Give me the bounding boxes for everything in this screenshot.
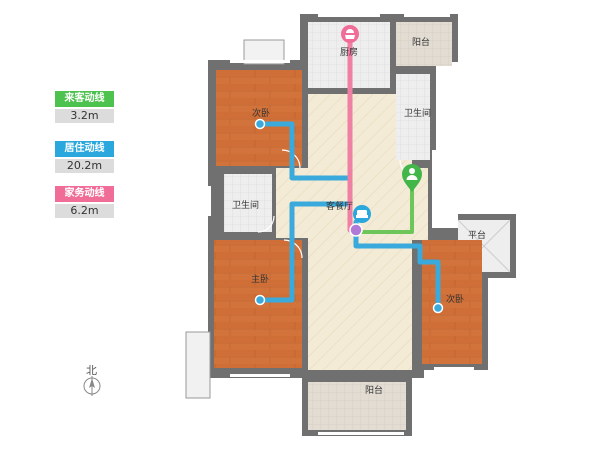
legend-resident: 居住动线 20.2m (55, 141, 114, 173)
door-swing (283, 239, 303, 259)
legend-chores-value: 6.2m (55, 204, 114, 218)
label-master-bedroom: 主卧 (251, 273, 269, 285)
label-bathroom-right: 卫生间 (404, 107, 431, 119)
resident-endpoint (432, 302, 444, 314)
label-bedroom-right: 次卧 (446, 293, 464, 305)
label-platform: 平台 (468, 229, 486, 241)
kitchen-pin-icon (341, 25, 359, 43)
label-bedroom-top-left: 次卧 (252, 107, 270, 119)
label-kitchen: 厨房 (340, 46, 358, 58)
legend-chores-title: 家务动线 (55, 186, 114, 202)
room-balcony-bottom (308, 382, 406, 430)
resident-endpoint (254, 118, 266, 130)
compass-icon (83, 376, 101, 396)
door-swing (436, 175, 453, 192)
legend-visitor-title: 来客动线 (55, 91, 114, 107)
room-bedroom-top-left (216, 70, 302, 166)
north-label: 北 (86, 364, 97, 377)
room-bathroom-left (224, 174, 272, 232)
legend-chores: 家务动线 6.2m (55, 186, 114, 218)
legend-visitor-value: 3.2m (55, 109, 114, 123)
legend-visitor: 来客动线 3.2m (55, 91, 114, 123)
resident-endpoint (254, 294, 266, 306)
door-swing (257, 215, 275, 233)
room-balcony-top (396, 22, 452, 66)
label-balcony-top: 阳台 (412, 36, 430, 48)
legend-resident-value: 20.2m (55, 159, 114, 173)
visitor-flow-line (358, 180, 414, 234)
balcony-lower-left (185, 331, 211, 399)
label-balcony-bottom: 阳台 (365, 384, 383, 396)
entrance-pin-icon (402, 164, 422, 192)
label-living-dining: 客餐厅 (326, 200, 353, 212)
room-bathroom-right (396, 74, 430, 160)
label-bathroom-left: 卫生间 (232, 199, 259, 211)
sofa-icon (353, 205, 371, 223)
living-hub-point (349, 223, 363, 237)
door-swing (281, 149, 301, 169)
legend-resident-title: 居住动线 (55, 141, 114, 157)
